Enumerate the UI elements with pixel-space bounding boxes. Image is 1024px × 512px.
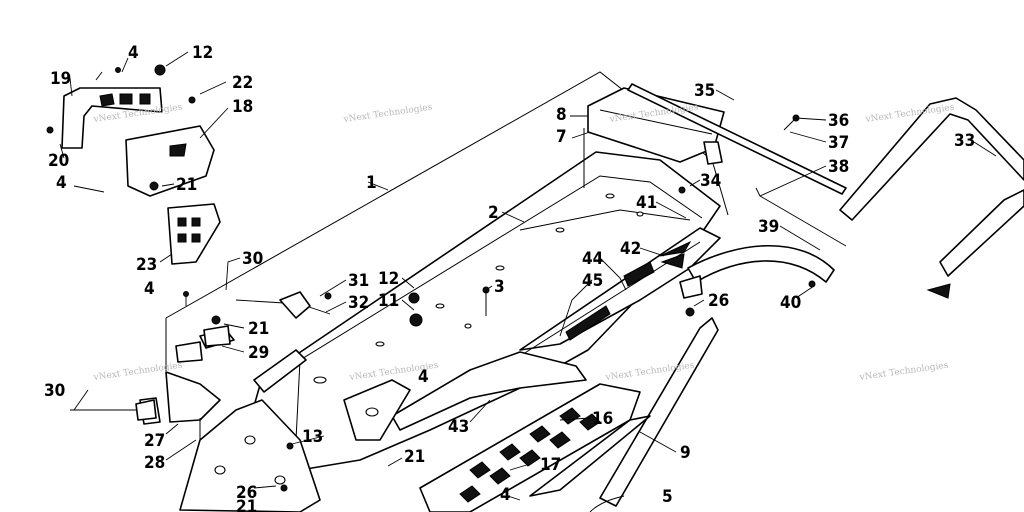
- callout-11: 11: [378, 291, 399, 311]
- callout-31: 31: [348, 271, 369, 291]
- callout-19: 19: [50, 69, 71, 89]
- cable-assembly: [70, 291, 331, 421]
- callout-23: 23: [136, 255, 157, 275]
- callout-37: 37: [828, 133, 849, 153]
- callout-32: 32: [348, 293, 369, 313]
- callout-21: 21: [248, 319, 269, 339]
- callout-21: 21: [404, 447, 425, 467]
- callout-26: 26: [236, 483, 257, 503]
- callout-4: 4: [144, 279, 155, 299]
- callout-33: 33: [954, 131, 975, 151]
- callout-3: 3: [494, 277, 505, 297]
- callout-36: 36: [828, 111, 849, 131]
- callout-40: 40: [780, 293, 801, 313]
- callout-12: 12: [192, 43, 213, 63]
- callout-42: 42: [620, 239, 641, 259]
- rear-bumper: [839, 97, 1024, 277]
- rail-strip: [529, 317, 719, 507]
- callout-17: 17: [540, 455, 561, 475]
- callout-21: 21: [176, 175, 197, 195]
- callout-1: 1: [366, 173, 377, 193]
- leader-lines: [59, 51, 997, 512]
- callout-26: 26: [708, 291, 729, 311]
- callout-28: 28: [144, 453, 165, 473]
- callout-4: 4: [56, 173, 67, 193]
- callout-labels: 1 2 3 4 4 4 4 4 5 7 8 9 11 12 12 13 16 1…: [44, 43, 975, 512]
- callout-41: 41: [636, 193, 657, 213]
- callout-38: 38: [828, 157, 849, 177]
- callout-13: 13: [302, 427, 323, 447]
- callout-8: 8: [556, 105, 567, 125]
- callout-4: 4: [500, 485, 511, 505]
- callout-44: 44: [582, 249, 603, 269]
- callout-4: 4: [128, 43, 139, 63]
- callout-22: 22: [232, 73, 253, 93]
- direction-arrows: [660, 253, 951, 299]
- watermark-text: vNext Technologies: [858, 361, 949, 384]
- callout-27: 27: [144, 431, 165, 451]
- callout-35: 35: [694, 81, 715, 101]
- callout-18: 18: [232, 97, 253, 117]
- callout-12: 12: [378, 269, 399, 289]
- front-bracket-assembly: [61, 87, 221, 265]
- callout-45: 45: [582, 271, 603, 291]
- callout-39: 39: [758, 217, 779, 237]
- callout-43: 43: [448, 417, 469, 437]
- callout-2: 2: [488, 203, 499, 223]
- callout-4: 4: [418, 367, 429, 387]
- callout-29: 29: [248, 343, 269, 363]
- callout-5: 5: [662, 487, 673, 507]
- callout-16: 16: [592, 409, 613, 429]
- snow-flap: [679, 245, 835, 299]
- top-deck-plate: [587, 83, 847, 195]
- callout-20: 20: [48, 151, 69, 171]
- callout-21: 21: [236, 497, 257, 512]
- callout-30: 30: [44, 381, 65, 401]
- callout-30: 30: [242, 249, 263, 269]
- callout-34: 34: [700, 171, 721, 191]
- watermark-text: vNext Technologies: [342, 103, 433, 126]
- cross-brace: [343, 351, 587, 441]
- callout-9: 9: [680, 443, 691, 463]
- callout-7: 7: [556, 127, 567, 147]
